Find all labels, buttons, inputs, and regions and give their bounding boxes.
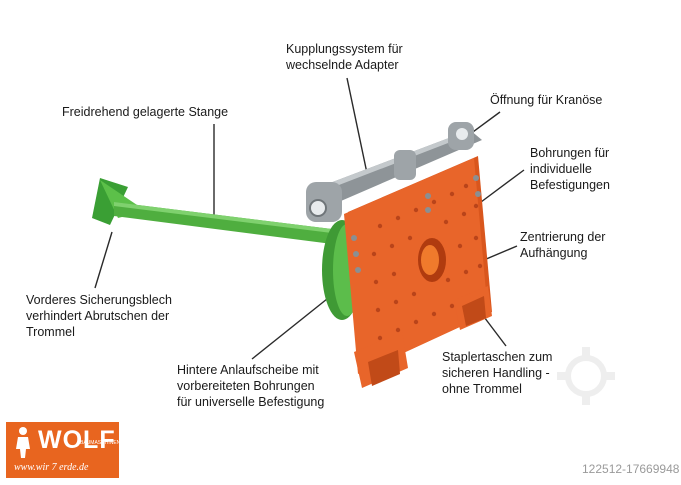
mounting-plate — [344, 158, 488, 374]
logo-brand-text: WOLF — [38, 426, 116, 454]
callout-rotating-shaft: Freidrehend gelagerte Stange — [62, 105, 229, 119]
callout-front-safety-plate: Vorderes Sicherungsblech verhindert Abru… — [26, 293, 172, 339]
callout-rear-thrust-disc: Hintere Anlaufscheibe mit vorbereiteten … — [177, 363, 325, 409]
reference-number: 122512-17669948 — [582, 462, 680, 476]
logo-subtitle: BAUMASCHINEN — [80, 440, 119, 446]
callout-centering: Zentrierung der Aufhängung — [520, 230, 606, 260]
worker-figure-icon — [16, 427, 30, 458]
company-logo: WOLF BAUMASCHINEN www.wir 7 erde.de — [6, 422, 119, 478]
callout-coupling-system: Kupplungssystem für wechselnde Adapter — [286, 42, 403, 72]
forklift-pocket-right-opening — [462, 296, 486, 326]
coupling-bore — [309, 199, 327, 217]
leader-kupplung — [346, 77, 369, 179]
forklift-pocket-left-opening — [368, 350, 400, 386]
crane-eye-bore — [456, 128, 468, 140]
callout-mounting-holes: Bohrungen für individuelle Befestigungen — [530, 146, 610, 192]
plate-bolts — [351, 175, 481, 273]
leader-anlauf — [251, 294, 333, 360]
callout-forklift-pockets: Staplertaschen zum sicheren Handling - o… — [442, 350, 553, 396]
gear-watermark-icon — [557, 347, 615, 405]
plate-holes — [371, 183, 485, 341]
logo-url: www.wir 7 erde.de — [14, 462, 89, 473]
leader-bohrungen — [476, 169, 525, 206]
leader-sicherung — [94, 231, 113, 289]
callout-crane-eye: Öffnung für Kranöse — [490, 93, 603, 107]
front-safety-plate — [92, 178, 128, 225]
coupling-clamp — [394, 150, 416, 180]
shaft-highlight — [114, 202, 340, 234]
centering-bore-inner — [421, 245, 439, 275]
